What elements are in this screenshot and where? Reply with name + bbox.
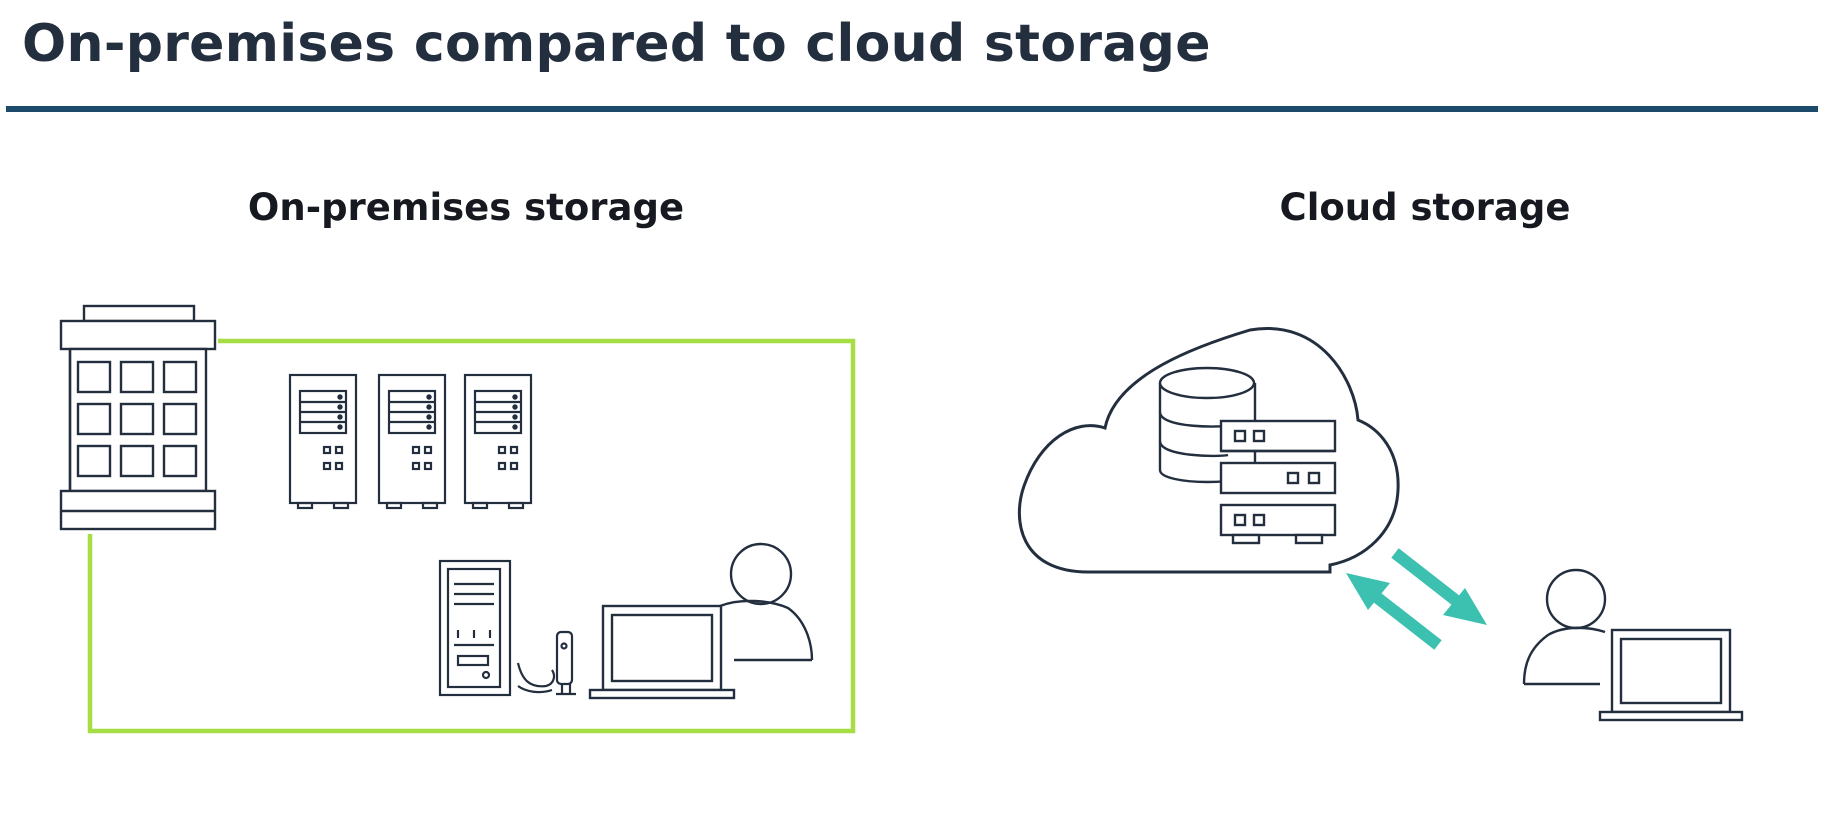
laptop-icon (588, 604, 736, 700)
on-premises-heading: On-premises storage (247, 186, 685, 229)
download-arrow-icon (1391, 548, 1487, 625)
server-rack-icon (1219, 419, 1337, 545)
sync-arrows (1346, 548, 1487, 650)
server-tower-icon (288, 373, 358, 510)
on-premises-boundary (87, 338, 856, 734)
user-icon (719, 542, 814, 662)
page-title: On-premises compared to cloud storage (22, 14, 1211, 74)
upload-arrow-icon (1346, 573, 1442, 650)
laptop-icon (1598, 628, 1744, 722)
database-icon (1158, 366, 1257, 484)
title-rule (6, 106, 1818, 112)
desktop-tower-icon (438, 559, 512, 697)
network-cable-icon (516, 630, 576, 696)
server-tower-icon (377, 373, 447, 510)
office-building-icon (59, 304, 217, 531)
server-tower-icon (463, 373, 533, 510)
cloud-storage-heading: Cloud storage (1279, 186, 1571, 229)
user-icon (1522, 568, 1607, 686)
